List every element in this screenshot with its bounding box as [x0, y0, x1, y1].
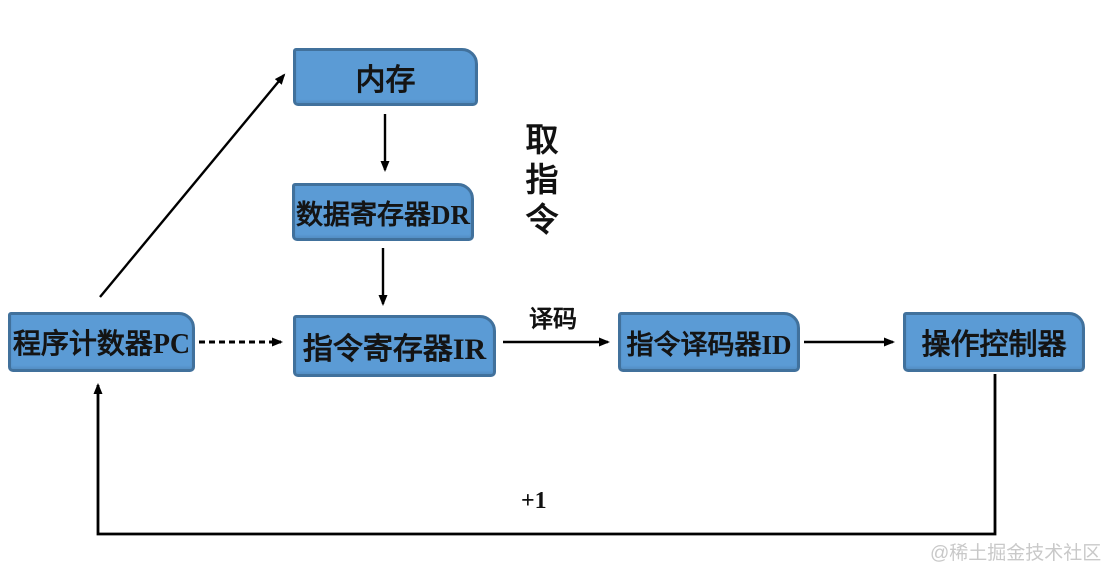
node-program-counter: 程序计数器PC — [8, 312, 195, 372]
node-instruction-register: 指令寄存器IR — [293, 315, 496, 377]
arrow-pc-to-memory — [99, 73, 286, 298]
node-instruction-decoder: 指令译码器ID — [618, 312, 800, 372]
node-memory: 内存 — [293, 48, 478, 106]
label-decode: 译码 — [529, 307, 577, 333]
label-plus-one: +1 — [521, 488, 547, 514]
node-data-register: 数据寄存器DR — [292, 183, 474, 241]
node-operation-controller: 操作控制器 — [903, 312, 1085, 372]
label-fetch-instruction: 取指令 — [520, 122, 556, 242]
watermark-juejin-community: @稀土掘金技术社区 — [930, 543, 1102, 564]
